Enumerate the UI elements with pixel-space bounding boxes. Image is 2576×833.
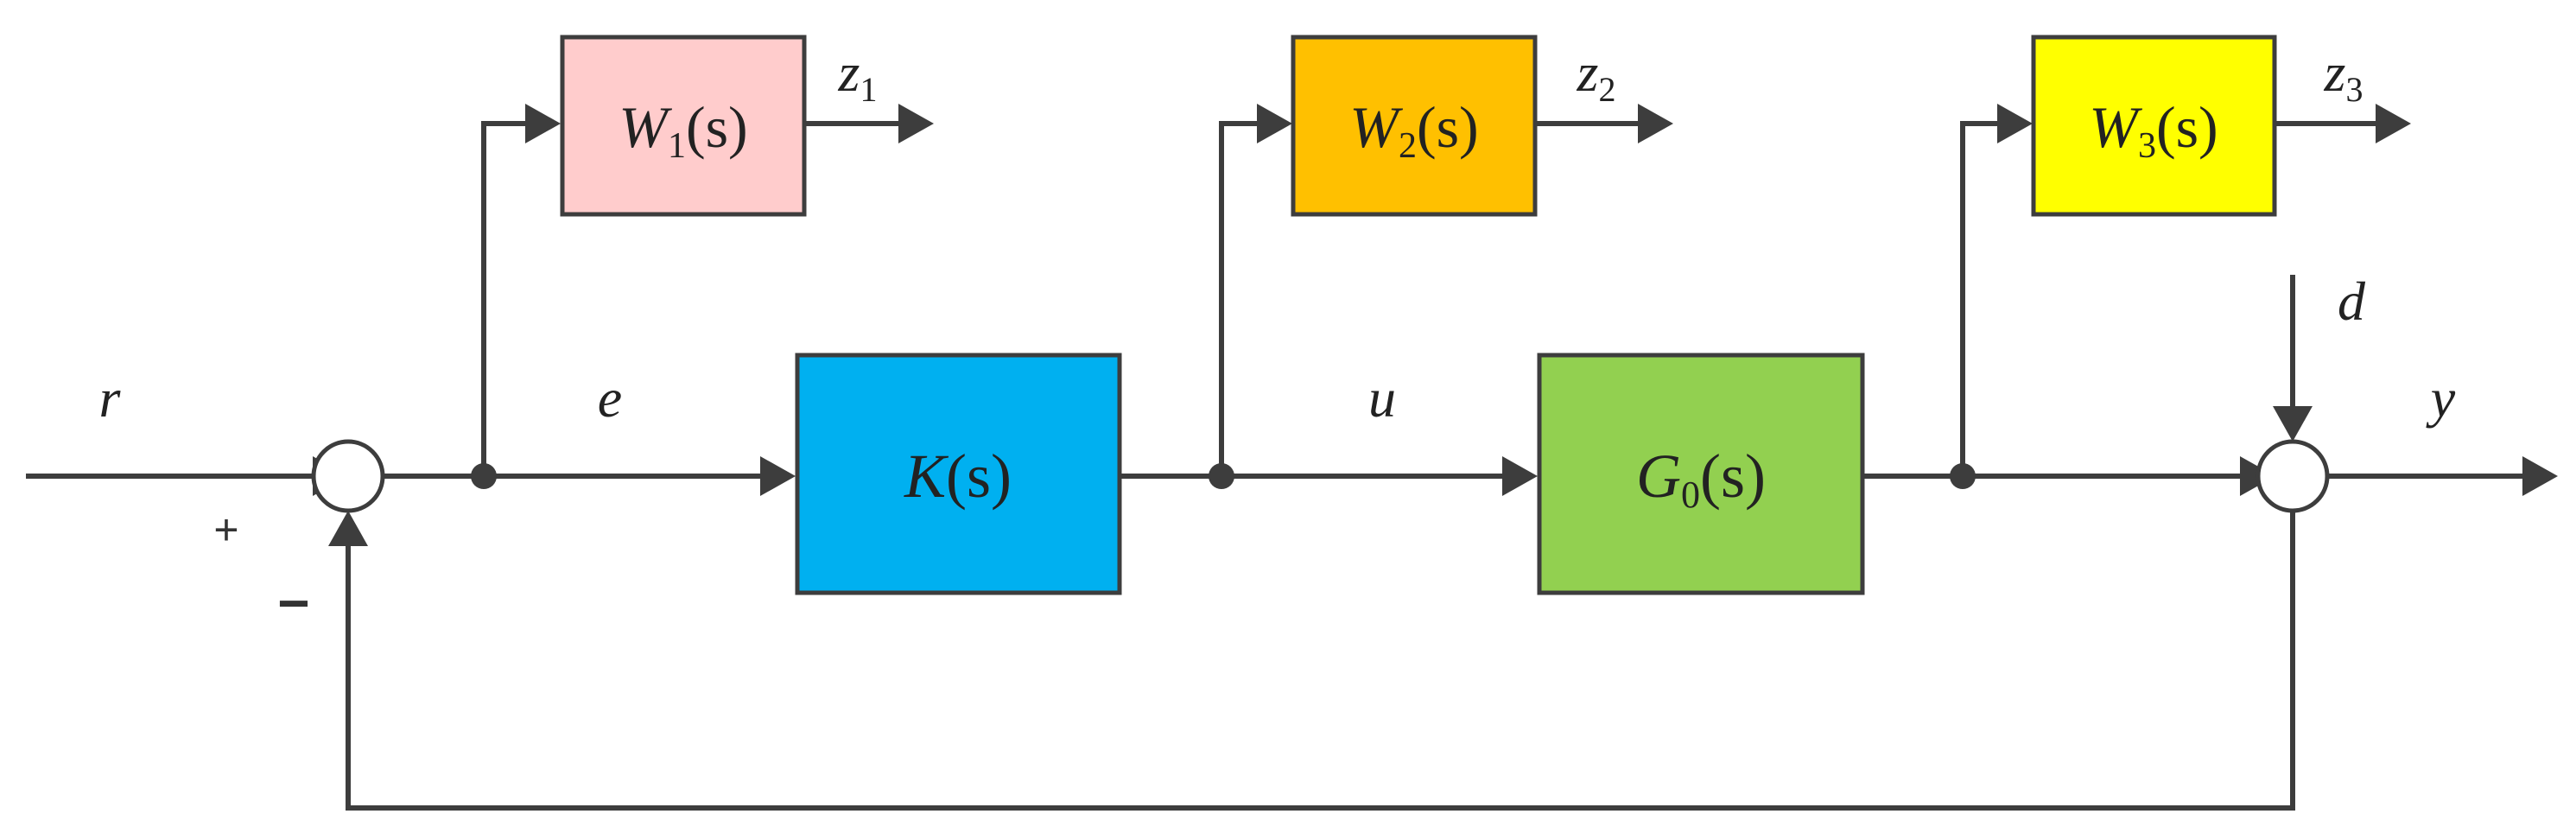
summing-junction-error bbox=[311, 439, 385, 513]
arrow-into-W1 bbox=[525, 104, 561, 143]
arrow-into-W3 bbox=[1997, 104, 2033, 143]
block-K-box bbox=[795, 353, 1122, 595]
block-K-label: K(s) bbox=[904, 442, 1012, 511]
signal-label-z2: z2 bbox=[1577, 41, 1616, 109]
signal-label-y: y bbox=[2426, 367, 2456, 429]
sign-minus: − bbox=[277, 572, 309, 634]
branch-point-G0-out bbox=[1950, 463, 1976, 489]
wire-branch-W3 bbox=[1960, 121, 1997, 476]
block-W3-box bbox=[2031, 35, 2277, 217]
block-W1: W1(s) bbox=[560, 35, 807, 217]
block-G0: G0(s) bbox=[1537, 353, 1865, 595]
signal-label-z1: z1 bbox=[838, 41, 878, 109]
signal-label-u: u bbox=[1368, 367, 1396, 429]
arrow-z2 bbox=[1638, 104, 1673, 143]
arrow-into-W2 bbox=[1257, 104, 1292, 143]
block-W1-label: W1(s) bbox=[619, 94, 747, 166]
arrow-z1 bbox=[898, 104, 934, 143]
arrow-y-output bbox=[2522, 456, 2558, 496]
sign-plus: + bbox=[213, 506, 238, 554]
block-K: K(s) bbox=[795, 353, 1122, 595]
arrow-into-G0 bbox=[1502, 456, 1538, 496]
arrow-into-K bbox=[760, 456, 796, 496]
wire-branch-W1 bbox=[481, 121, 525, 476]
arrow-d bbox=[2273, 406, 2313, 442]
block-W2: W2(s) bbox=[1291, 35, 1538, 217]
wire-feedback bbox=[346, 511, 2295, 811]
arrow-feedback bbox=[328, 511, 368, 546]
branch-point-u bbox=[1209, 463, 1234, 489]
block-W2-label: W2(s) bbox=[1349, 94, 1478, 166]
block-W1-box bbox=[560, 35, 807, 217]
block-G0-label: G0(s) bbox=[1636, 442, 1766, 516]
signal-label-d: d bbox=[2338, 270, 2366, 332]
wire-branch-W2 bbox=[1219, 121, 1257, 476]
arrow-z3 bbox=[2376, 104, 2411, 143]
branch-point-e bbox=[471, 463, 497, 489]
signal-label-r: r bbox=[99, 367, 122, 429]
block-W3: W3(s) bbox=[2031, 35, 2277, 217]
signal-label-z3: z3 bbox=[2324, 41, 2363, 109]
block-G0-box bbox=[1537, 353, 1865, 595]
block-W3-label: W3(s) bbox=[2089, 94, 2218, 166]
block-W2-box bbox=[1291, 35, 1538, 217]
signal-label-e: e bbox=[598, 367, 622, 429]
summing-junction-output bbox=[2256, 439, 2330, 513]
